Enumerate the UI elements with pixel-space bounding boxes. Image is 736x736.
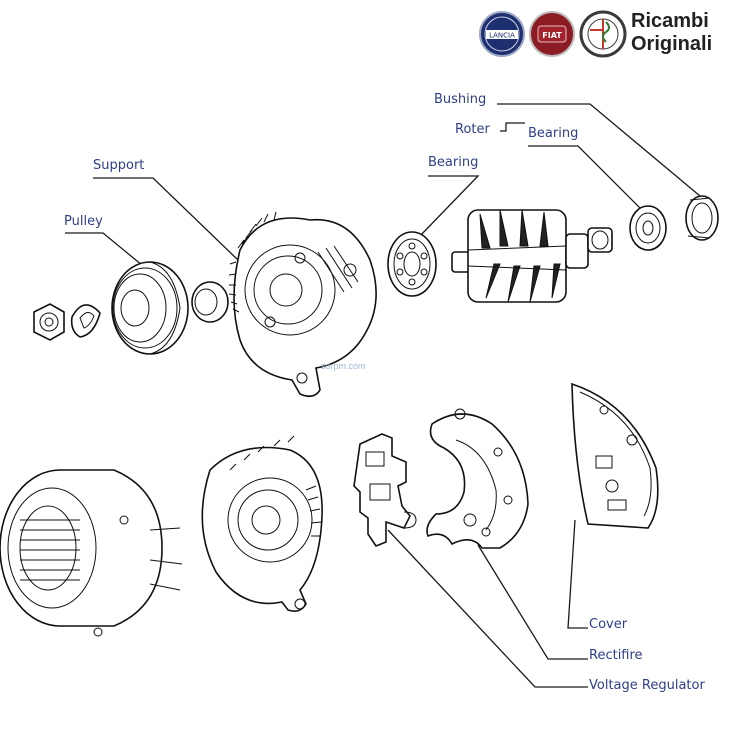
bearing-left-part: [387, 231, 437, 297]
label-pulley: Pulley: [64, 214, 103, 229]
stator-part: [0, 469, 183, 637]
leader-bearing-right: [528, 145, 645, 213]
spacer-part: [191, 281, 229, 323]
svg-text:LANCIA: LANCIA: [489, 32, 515, 40]
rotor-part: [451, 209, 613, 303]
leader-bushing: [497, 103, 701, 197]
fiat-logo: FIAT: [529, 11, 575, 57]
leader-cover: [567, 519, 588, 629]
label-cover: Cover: [589, 617, 628, 632]
leader-lines: [65, 103, 701, 688]
label-bushing: Bushing: [434, 92, 487, 107]
label-rectifire: Rectifire: [589, 648, 643, 663]
nut-part: [33, 303, 65, 341]
svg-text:FIAT: FIAT: [542, 31, 562, 40]
leader-voltage-regulator: [387, 529, 588, 688]
leader-rectifire: [477, 544, 588, 660]
washer-part: [70, 304, 101, 338]
brand-title-line2: Originali: [631, 33, 713, 55]
label-support: Support: [93, 158, 145, 173]
support-part: [228, 211, 377, 398]
leader-support: [93, 177, 239, 261]
voltage-regulator-part: [353, 433, 417, 547]
label-bearing-right: Bearing: [528, 126, 579, 141]
brand-title-line1: Ricambi: [631, 10, 709, 32]
label-voltage-regulator: Voltage Regulator: [589, 678, 705, 693]
watermark: sorpm.com: [321, 361, 366, 371]
bushing-part: [685, 195, 719, 241]
lancia-logo: LANCIA: [479, 11, 525, 57]
label-roter: Roter: [455, 122, 490, 137]
rectifier-part: [426, 408, 529, 549]
leader-roter: [500, 122, 525, 132]
pulley-part: [111, 261, 189, 355]
bearing-right-part: [629, 205, 667, 251]
leader-pulley: [65, 232, 149, 271]
alfa-romeo-logo: [579, 10, 627, 58]
cover-part: [571, 382, 659, 529]
leader-bearing-left: [417, 175, 480, 239]
rear-housing-part: [201, 435, 323, 612]
label-bearing-left: Bearing: [428, 155, 479, 170]
